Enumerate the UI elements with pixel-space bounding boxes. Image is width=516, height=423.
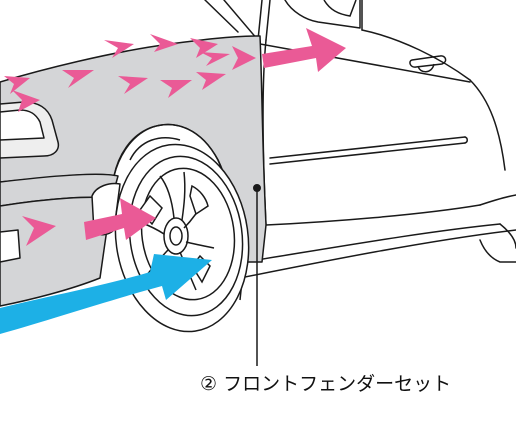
airflow-arrow bbox=[22, 216, 56, 246]
airflow-arrow bbox=[190, 38, 218, 58]
callout: ② フロントフェンダーセット bbox=[200, 184, 451, 395]
airflow-arrow bbox=[4, 76, 30, 94]
wheel-arch-liner bbox=[129, 137, 181, 161]
airflow-arrow bbox=[196, 72, 226, 90]
airflow-arrow bbox=[262, 28, 346, 72]
airflow-arrow bbox=[200, 52, 230, 66]
airflow-arrow bbox=[150, 34, 178, 52]
airflow-arrow bbox=[104, 40, 134, 58]
airflow-arrow bbox=[12, 90, 40, 112]
airflow-arrows-small bbox=[4, 34, 256, 246]
mirror-outline bbox=[323, 0, 357, 17]
airflow-arrows-large bbox=[84, 28, 346, 240]
airflow-arrow-blue bbox=[0, 254, 212, 334]
callout-label: ② フロントフェンダーセット bbox=[200, 373, 451, 395]
airflow-arrow bbox=[84, 198, 156, 240]
airflow-arrow bbox=[160, 80, 192, 98]
airflow-arrow bbox=[62, 70, 94, 88]
door-handle bbox=[409, 55, 447, 73]
airflow-arrow bbox=[232, 46, 256, 70]
front-bumper bbox=[0, 101, 121, 307]
airflow-arrow bbox=[118, 76, 148, 94]
